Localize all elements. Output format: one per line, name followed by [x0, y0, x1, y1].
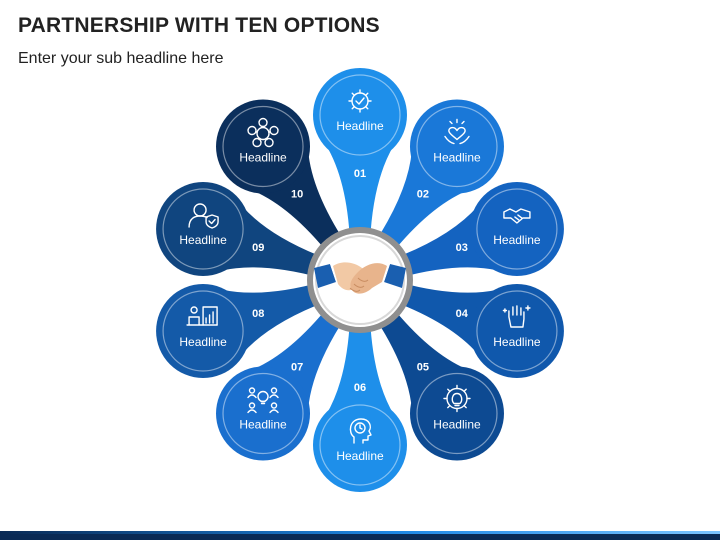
page-title: PARTNERSHIP WITH TEN OPTIONS — [18, 14, 380, 37]
option-number: 08 — [252, 308, 264, 320]
option-petal-09[interactable]: Headline 09 — [156, 182, 327, 278]
petal-inner-ring — [162, 188, 244, 270]
petal-stem — [326, 318, 394, 415]
option-number: 06 — [354, 382, 366, 394]
footer-accent-bar — [0, 531, 720, 534]
option-headline: Headline — [179, 335, 227, 349]
petal-bubble — [313, 398, 407, 492]
network-people-icon — [247, 117, 279, 148]
handshake-icon — [503, 208, 531, 224]
option-petal-02[interactable]: Headline 02 — [374, 99, 504, 256]
head-clock-icon — [349, 418, 372, 444]
option-headline: Headline — [433, 151, 481, 165]
petal-bubble — [156, 182, 251, 277]
heart-hands-icon — [444, 118, 470, 145]
option-number: 02 — [417, 188, 429, 200]
option-number: 09 — [252, 242, 264, 254]
petal-inner-ring — [416, 105, 498, 188]
presentation-chart-icon — [186, 306, 218, 326]
petal-bubble — [216, 366, 311, 461]
team-idea-icon — [247, 387, 279, 414]
option-number: 07 — [291, 362, 303, 374]
option-headline: Headline — [239, 417, 287, 431]
user-shield-icon — [188, 203, 219, 229]
option-headline: Headline — [493, 233, 541, 247]
petal-inner-ring — [222, 105, 304, 188]
option-headline: Headline — [433, 417, 481, 431]
handshake-icon — [314, 262, 406, 294]
option-number: 01 — [354, 168, 366, 180]
petal-bubble — [313, 68, 407, 162]
petal-inner-ring — [476, 290, 558, 372]
raised-hand-icon — [502, 305, 531, 328]
option-number: 05 — [417, 362, 429, 374]
option-petal-01[interactable]: Headline 01 — [313, 68, 407, 242]
petal-inner-ring — [319, 404, 401, 486]
option-petal-04[interactable]: Headline 04 — [393, 282, 564, 378]
option-petal-06[interactable]: Headline 06 — [313, 318, 407, 492]
option-petal-07[interactable]: Headline 07 — [216, 304, 346, 461]
option-petal-05[interactable]: Headline 05 — [374, 304, 504, 461]
option-headline: Headline — [493, 335, 541, 349]
page-subtitle: Enter your sub headline here — [18, 50, 224, 67]
petal-inner-ring — [476, 188, 558, 270]
petal-stem — [326, 145, 394, 242]
petal-bubble — [216, 99, 311, 194]
option-headline: Headline — [336, 119, 384, 133]
gear-check-icon — [348, 89, 372, 113]
petal-bubble — [409, 366, 504, 461]
option-petal-03[interactable]: Headline 03 — [393, 182, 564, 278]
option-headline: Headline — [179, 233, 227, 247]
option-petal-10[interactable]: Headline 10 — [216, 99, 346, 256]
gear-bulb-icon — [443, 384, 471, 413]
petal-bubble — [469, 182, 564, 277]
petal-bubble — [409, 99, 504, 194]
option-number: 10 — [291, 188, 303, 200]
petal-inner-ring — [222, 372, 304, 455]
petal-inner-ring — [162, 290, 244, 372]
petal-inner-ring — [416, 372, 498, 455]
petal-inner-ring — [319, 74, 401, 156]
option-headline: Headline — [239, 151, 287, 165]
center-hub — [307, 227, 413, 333]
petal-bubble — [469, 283, 564, 378]
petal-bubble — [156, 283, 251, 378]
footer-bar — [0, 534, 720, 540]
option-number: 03 — [456, 242, 468, 254]
option-petal-08[interactable]: Headline 08 — [156, 282, 327, 378]
option-headline: Headline — [336, 449, 384, 463]
option-number: 04 — [456, 308, 469, 320]
